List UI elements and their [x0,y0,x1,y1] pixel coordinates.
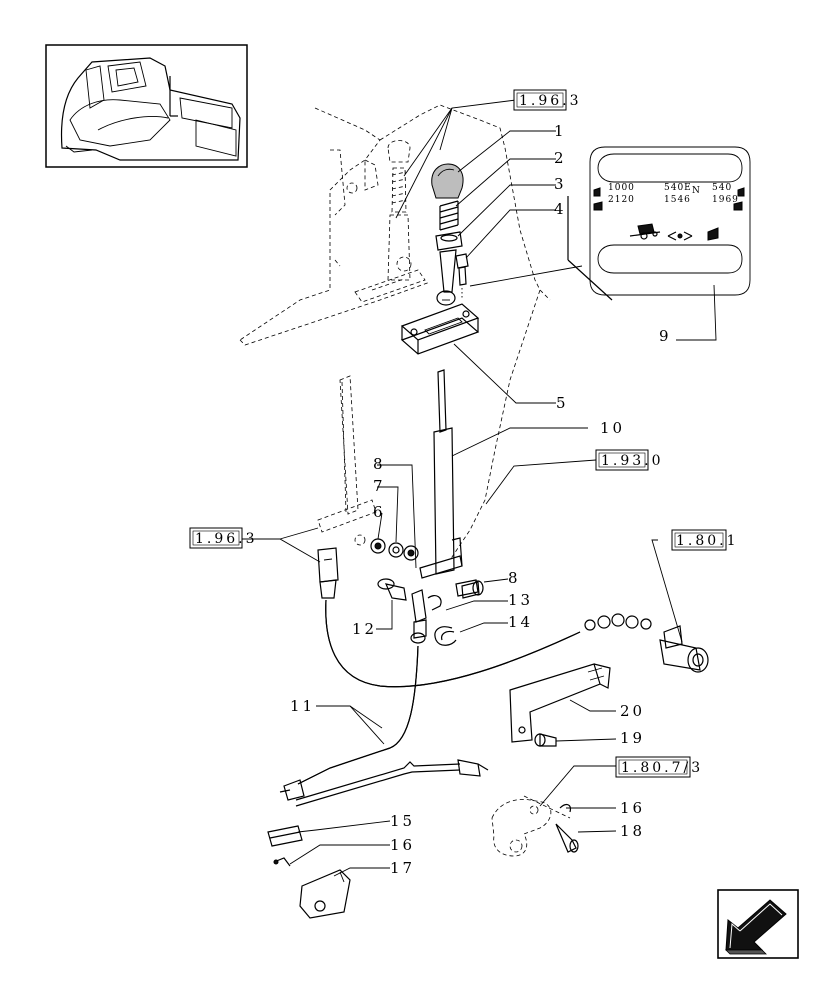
label-4: 4 [554,200,567,218]
sleeve [435,231,463,251]
label-6: 6 [373,503,386,521]
clip-right [559,803,571,813]
svg-text:1.80.1: 1.80.1 [676,533,739,549]
label-10: 10 [600,419,625,437]
decal-gear-icon-left [593,201,603,211]
label-9: 9 [659,327,672,345]
label-13: 13 [508,591,533,609]
lever-ghost [354,140,426,303]
ref-box-1-93-0: 1.93.0 [595,449,664,471]
ref-box-1-80-7-3: 1.80.7/3 [615,756,703,778]
label-19: 19 [620,729,645,747]
bolt-19 [534,733,557,747]
ref-box-1-96-3-left: 1.96.3 [189,527,258,549]
ref-box-1-96-3-top: 1.96.3 [513,89,582,111]
svg-text:1.96.3: 1.96.3 [519,93,582,109]
svg-text:1.96.3: 1.96.3 [195,531,258,547]
decal-pto-icon-left [593,187,601,197]
decal: 1000 540E N 540 2120 1546 1969 [589,146,751,296]
label-17: 17 [390,859,415,877]
lever-shaft-upper [436,249,457,306]
circlip [434,626,457,646]
cable-upper [325,599,652,688]
svg-text:1.93.0: 1.93.0 [601,453,664,469]
clamp [267,825,303,847]
label-1: 1 [554,122,567,140]
selector-lever-ghost [491,795,571,857]
lever-shaft [419,369,479,597]
label-2: 2 [554,149,567,167]
guide-plate [400,303,480,355]
decal-540e: 540E [664,183,692,193]
label-15: 15 [390,812,415,830]
selector-rod [295,759,489,807]
decal-pto-icon-right [737,187,745,197]
screw [455,253,469,300]
svg-text:1.80.7/3: 1.80.7/3 [621,760,703,776]
clip-left [273,857,291,867]
bolt [461,580,484,599]
part-labels: 1 2 3 4 5 6 7 8 8 9 10 11 12 13 14 15 16… [290,122,672,877]
linkage-bracket-ghost [317,375,377,546]
label-16-right: 16 [620,799,645,817]
gear-lever-knob [431,163,464,199]
cylinder-ref [659,625,709,673]
decal-gear-icon-right [733,201,743,211]
spring [439,200,459,231]
separator-lines [469,196,613,301]
location-thumbnail [45,44,248,168]
leader-lines [190,99,717,877]
decal-pto-icon-bottom [707,227,719,241]
label-8-right: 8 [508,569,521,587]
label-11: 11 [290,697,315,715]
ref-box-1-80-1: 1.80.1 [671,529,739,551]
label-8-top: 8 [373,455,386,473]
pin [377,578,407,601]
bracket [509,663,611,743]
label-14: 14 [508,613,533,631]
decal-540: 540 [712,183,732,193]
label-18: 18 [620,822,645,840]
label-12: 12 [352,620,377,638]
decal-n: N [692,186,701,196]
decal-1546: 1546 [664,195,691,205]
decal-1969: 1969 [712,195,739,205]
label-7: 7 [373,477,386,495]
plate [299,869,351,919]
label-3: 3 [554,175,567,193]
left-clevis [317,547,339,599]
pin-18 [555,823,579,853]
washers [370,538,419,561]
label-20: 20 [620,702,645,720]
label-5: 5 [556,394,569,412]
neutral-icon [667,231,693,241]
clevis [410,589,442,644]
label-16-left: 16 [390,836,415,854]
decal-2120: 2120 [608,195,635,205]
next-page-arrow-icon[interactable] [717,889,799,959]
console-body-outline [239,104,551,561]
tractor-icon [629,223,661,240]
cable-lower [279,645,419,801]
decal-1000: 1000 [608,183,635,193]
